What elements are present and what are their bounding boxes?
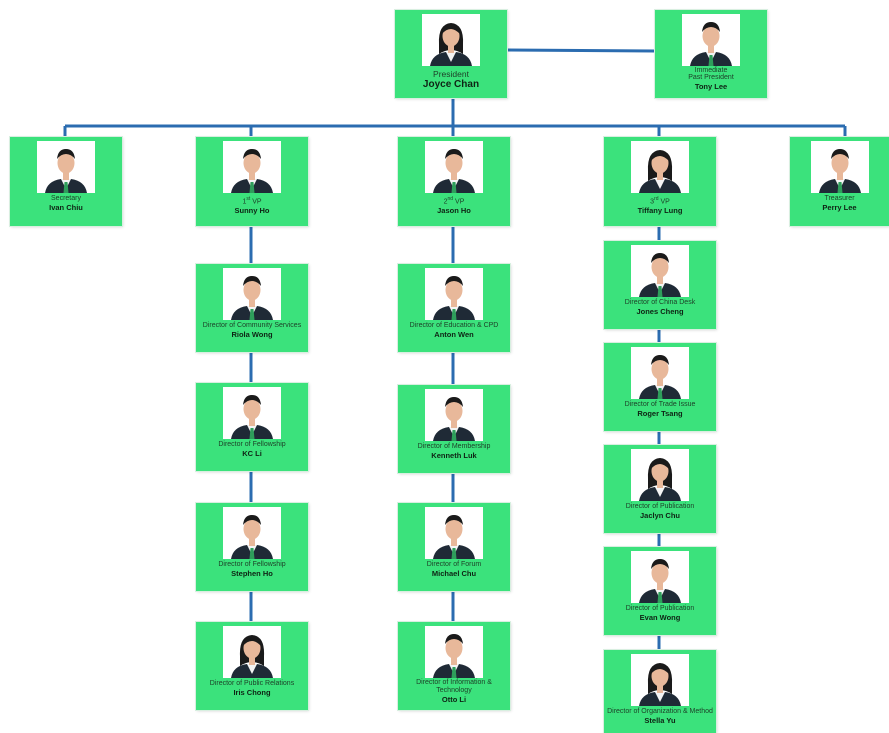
- card-vp2: 2nd VP Jason Ho: [398, 137, 510, 226]
- card-name: Riola Wong: [231, 330, 273, 339]
- portrait-female-icon: [631, 654, 689, 706]
- card-past-president: Immediate Past President Tony Lee: [655, 10, 767, 98]
- portrait-male-icon: [223, 141, 281, 193]
- card-role: Director of China Desk: [624, 299, 696, 306]
- card-director: Director of Organization & Method Stella…: [604, 650, 716, 733]
- card-role: Past President: [688, 74, 734, 81]
- card-director: Director of Public Relations Iris Chong: [196, 622, 308, 710]
- card-vp1: 1st VP Sunny Ho: [196, 137, 308, 226]
- card-name: Michael Chu: [431, 569, 477, 578]
- portrait-male-icon: [631, 245, 689, 297]
- card-name: Tony Lee: [694, 82, 728, 91]
- portrait-female-icon: [223, 626, 281, 678]
- card-name: Kenneth Luk: [431, 451, 477, 460]
- card-president: President Joyce Chan: [395, 10, 507, 98]
- card-vp3: 3rd VP Tiffany Lung: [604, 137, 716, 226]
- portrait-female-icon: [631, 141, 689, 193]
- card-role: 1st VP: [242, 196, 262, 206]
- portrait-female-icon: [422, 14, 480, 66]
- card-role: Director of Publication: [625, 503, 695, 510]
- portrait-male-icon: [223, 268, 281, 320]
- card-role: Director of Public Relations: [209, 680, 295, 687]
- card-name: Otto Li: [441, 695, 467, 704]
- portrait-male-icon: [810, 141, 869, 193]
- card-role: Secretary: [51, 195, 81, 202]
- card-director: Director of Trade Issue Roger Tsang: [604, 343, 716, 431]
- card-name: Jaclyn Chu: [639, 511, 680, 520]
- card-director: Director of Information & Technology Ott…: [398, 622, 510, 710]
- card-role: President: [433, 69, 469, 79]
- card-name: Ivan Chiu: [49, 203, 83, 212]
- card-name: Evan Wong: [639, 613, 681, 622]
- card-role: Director of Information &: [416, 679, 492, 686]
- card-name: Perry Lee: [822, 203, 857, 212]
- card-role: Technology: [436, 687, 472, 694]
- card-name: Anton Wen: [434, 330, 474, 339]
- card-director: Director of Membership Kenneth Luk: [398, 385, 510, 473]
- card-director: Director of Forum Michael Chu: [398, 503, 510, 591]
- card-role: Director of Fellowship: [218, 441, 286, 448]
- card-name: KC Li: [242, 449, 262, 458]
- portrait-male-icon: [223, 507, 281, 559]
- card-role: Director of Community Services: [202, 322, 302, 329]
- card-role: Director of Forum: [426, 561, 482, 568]
- portrait-male-icon: [631, 551, 689, 603]
- card-treasurer: Treasurer Perry Lee: [790, 137, 889, 226]
- card-role: Director of Membership: [417, 443, 491, 450]
- card-name: Stella Yu: [644, 716, 676, 725]
- card-director: Director of Fellowship Stephen Ho: [196, 503, 308, 591]
- card-director: Director of Education & CPD Anton Wen: [398, 264, 510, 352]
- portrait-male-icon: [425, 268, 483, 320]
- card-director: Director of China Desk Jones Cheng: [604, 241, 716, 329]
- card-name: Joyce Chan: [422, 79, 480, 90]
- card-role: Director of Fellowship: [218, 561, 286, 568]
- card-role: 2nd VP: [443, 196, 465, 206]
- connector-president-pastpresident: [506, 48, 656, 53]
- portrait-male-icon: [682, 14, 740, 66]
- card-secretary: Secretary Ivan Chiu: [10, 137, 122, 226]
- card-director: Director of Publication Evan Wong: [604, 547, 716, 635]
- card-director: Director of Community Services Riola Won…: [196, 264, 308, 352]
- card-name: Sunny Ho: [234, 206, 270, 216]
- card-name: Tiffany Lung: [637, 206, 683, 216]
- card-role: Director of Trade Issue: [624, 401, 696, 408]
- card-name: Roger Tsang: [637, 409, 683, 418]
- portrait-male-icon: [223, 387, 281, 439]
- card-role: Treasurer: [824, 195, 855, 202]
- portrait-male-icon: [631, 347, 689, 399]
- card-role: Director of Publication: [625, 605, 695, 612]
- portrait-male-icon: [425, 389, 483, 441]
- card-director: Director of Fellowship KC Li: [196, 383, 308, 471]
- card-role: 3rd VP: [650, 196, 670, 206]
- card-role: Immediate: [694, 67, 728, 74]
- portrait-male-icon: [425, 141, 483, 193]
- portrait-male-icon: [425, 626, 483, 678]
- card-role: Director of Organization & Method: [607, 708, 713, 715]
- card-name: Jones Cheng: [636, 307, 684, 316]
- card-name: Jason Ho: [437, 206, 471, 216]
- card-director: Director of Publication Jaclyn Chu: [604, 445, 716, 533]
- portrait-male-icon: [425, 507, 483, 559]
- card-name: Stephen Ho: [231, 569, 273, 578]
- card-role: Director of Education & CPD: [409, 322, 499, 329]
- portrait-female-icon: [631, 449, 689, 501]
- portrait-male-icon: [37, 141, 95, 193]
- card-name: Iris Chong: [233, 688, 271, 697]
